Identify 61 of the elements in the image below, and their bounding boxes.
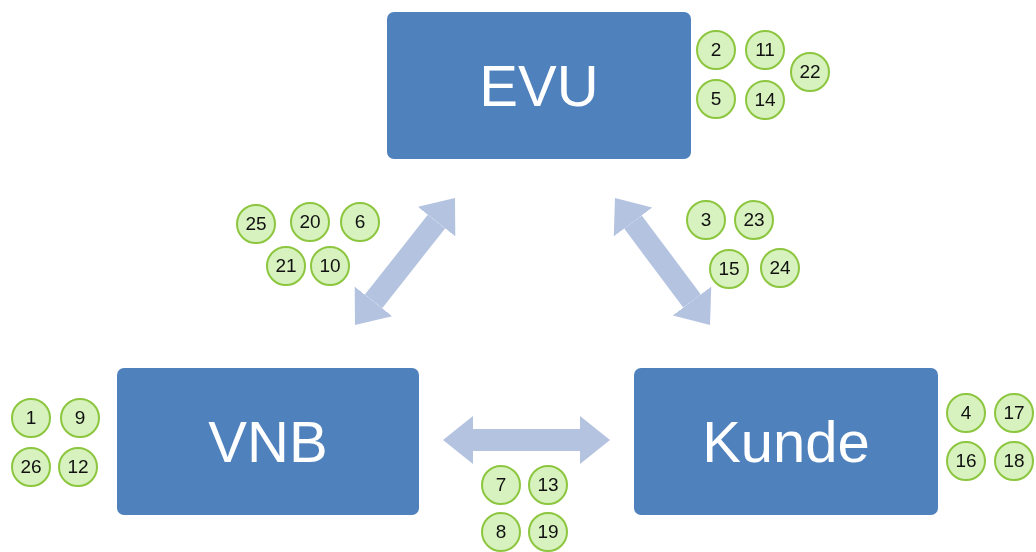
number-circle (60, 398, 100, 438)
number-circle (696, 79, 736, 119)
number-circle (696, 30, 736, 70)
callout-number: 14 (754, 89, 776, 111)
callout-number: 22 (799, 61, 821, 83)
number-circle (236, 204, 276, 244)
number-circle (946, 393, 986, 433)
double-arrow (354, 198, 456, 325)
entity-box (117, 368, 419, 515)
entity-box (634, 368, 938, 515)
callout-number: 21 (275, 255, 297, 277)
callout-number: 1 (25, 407, 37, 429)
entity-name: EVU (479, 52, 599, 119)
number-circle (11, 398, 51, 438)
number-circle (709, 249, 749, 289)
number-circle (686, 200, 726, 240)
callout-number: 12 (67, 456, 89, 478)
callout-number: 2 (710, 39, 722, 61)
callout-number: 8 (495, 521, 507, 543)
callout-number: 7 (495, 474, 507, 496)
number-circle (11, 447, 51, 487)
callout-number: 17 (1003, 402, 1025, 424)
double-arrow (613, 198, 712, 325)
callout-number: 6 (354, 211, 366, 233)
number-circle (266, 246, 306, 286)
callout-number: 9 (74, 407, 86, 429)
number-circle (994, 441, 1034, 481)
callout-number: 5 (710, 88, 722, 110)
callout-number: 4 (960, 402, 972, 424)
callout-number: 11 (755, 39, 775, 61)
number-circle (734, 200, 774, 240)
entity-name: VNB (208, 408, 328, 475)
callout-number: 16 (955, 450, 977, 472)
entity-box (387, 12, 691, 159)
number-circle (745, 80, 785, 120)
number-circle (528, 465, 568, 505)
entity-name: Kunde (702, 408, 870, 475)
number-circle (340, 202, 380, 242)
number-circle (310, 246, 350, 286)
double-arrow (443, 416, 610, 464)
callout-number: 10 (319, 255, 341, 277)
callout-number: 19 (537, 521, 559, 543)
number-circle (290, 202, 330, 242)
number-circle (58, 447, 98, 487)
number-circle (481, 465, 521, 505)
number-circle (481, 512, 521, 552)
number-circle (745, 30, 785, 70)
callout-number: 13 (537, 474, 559, 496)
number-circle (760, 248, 800, 288)
callout-number: 25 (245, 213, 267, 235)
callout-number: 3 (700, 209, 712, 231)
callout-number: 23 (743, 209, 765, 231)
number-circle (946, 441, 986, 481)
number-circle (528, 512, 568, 552)
callout-number: 20 (299, 211, 321, 233)
number-circle (994, 393, 1034, 433)
callout-number: 24 (769, 257, 791, 279)
number-circle (790, 52, 830, 92)
callout-number: 26 (20, 456, 42, 478)
callout-number: 18 (1003, 450, 1025, 472)
callout-number: 15 (718, 258, 740, 280)
